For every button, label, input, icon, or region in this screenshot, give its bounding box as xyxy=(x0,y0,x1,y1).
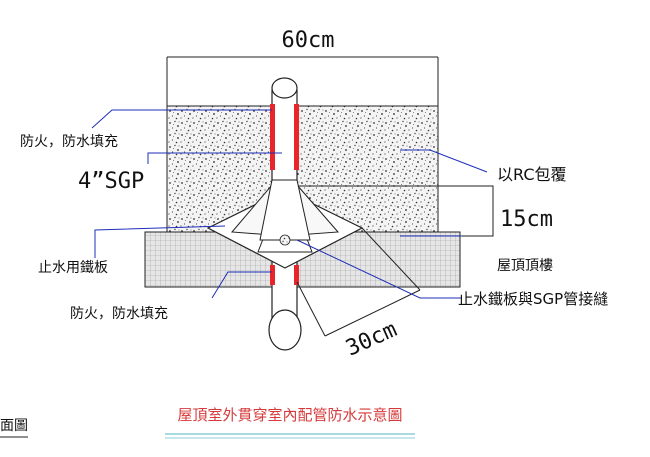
sgp-pipe xyxy=(268,77,302,351)
width-dim-label: 60cm xyxy=(282,28,335,53)
fire-fill-top-label: 防火，防水填充 xyxy=(20,134,118,150)
roof-slab-label: 屋頂頂樓 xyxy=(497,258,553,274)
section-label: 面圖 xyxy=(0,418,28,434)
pipe-size-label: 4”SGP xyxy=(78,169,144,194)
drawing-title-group: 屋頂室外貫穿室內配管防水示意圖 xyxy=(165,406,415,439)
water-stop-plate xyxy=(206,179,364,269)
water-stop-plate-label: 止水用鐵板 xyxy=(38,259,108,276)
rc-cover-label: 以RC包覆 xyxy=(497,165,567,184)
fire-fill-bottom-label: 防火，防水填充 xyxy=(70,306,168,322)
drawing-title: 屋頂室外貫穿室內配管防水示意圖 xyxy=(177,406,402,424)
leader-lines xyxy=(91,109,488,299)
depth-dimension: 15cm xyxy=(298,185,553,237)
section-label-group: 面圖 xyxy=(0,418,28,438)
joint-label: 止水鐵板與SGP管接縫 xyxy=(458,290,608,308)
fire-water-sealant xyxy=(270,104,299,285)
depth-dim-label: 15cm xyxy=(500,207,553,232)
width-dimension: 60cm xyxy=(166,28,439,106)
